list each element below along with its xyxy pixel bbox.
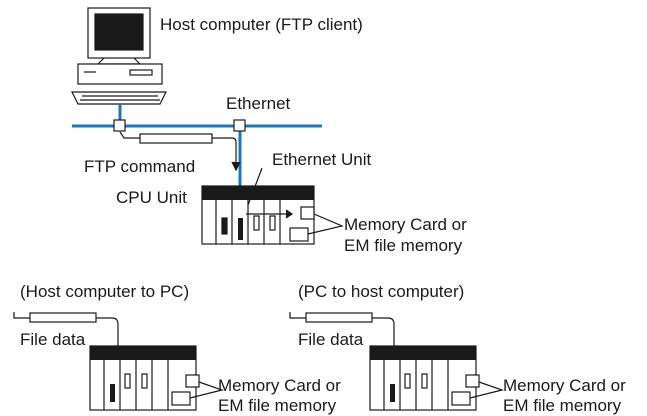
top-memory-leader — [307, 213, 344, 235]
cpu-unit-label: CPU Unit — [116, 188, 187, 207]
bottom-right-file-data-label: File data — [298, 330, 364, 349]
bottom-right-caption: (PC to host computer) — [298, 282, 465, 301]
host-computer-icon — [71, 7, 167, 105]
bottom-left-memory-label-line2: EM file memory — [218, 396, 337, 415]
top-memory-label-line1: Memory Card or — [344, 215, 467, 234]
host-computer-label: Host computer (FTP client) — [160, 15, 363, 34]
bottom-left-group — [13, 312, 225, 411]
bottom-right-group — [289, 312, 505, 411]
ftp-command-path — [119, 131, 241, 172]
bottom-left-memory-label-line1: Memory Card or — [218, 376, 341, 395]
ethernet-unit-label: Ethernet Unit — [272, 150, 372, 169]
bottom-right-memory-label-line2: EM file memory — [503, 396, 622, 415]
host-tap — [113, 119, 126, 132]
ethernet-label: Ethernet — [226, 94, 291, 113]
pc-tap — [233, 119, 246, 132]
ftp-command-label: FTP command — [84, 157, 196, 176]
top-memory-label-line2: EM file memory — [344, 236, 463, 255]
ethernet-unit-leader — [247, 167, 263, 206]
bottom-left-file-data-label: File data — [20, 330, 86, 349]
bottom-right-memory-label-line1: Memory Card or — [503, 376, 626, 395]
bottom-left-caption: (Host computer to PC) — [20, 282, 190, 301]
top-plc — [201, 185, 315, 245]
